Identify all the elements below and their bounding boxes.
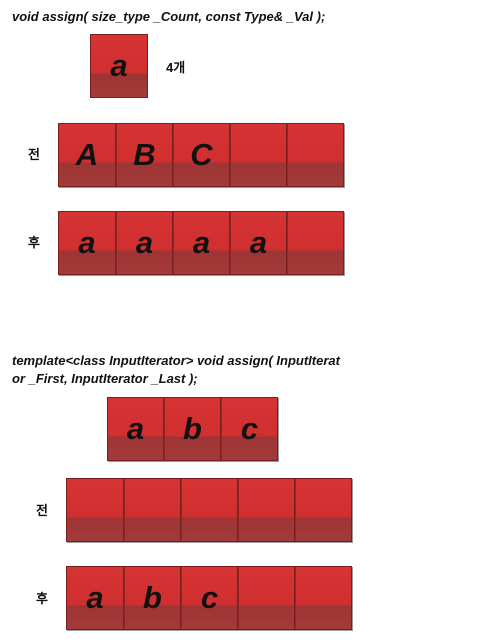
source-value-text: a xyxy=(110,48,128,83)
signature-assign-count: void assign( size_type _Count, const Typ… xyxy=(12,9,326,24)
cell-text: b xyxy=(183,411,202,446)
count-label: 4개 xyxy=(166,60,186,75)
cell-text: a xyxy=(249,225,268,260)
cell: a xyxy=(58,211,116,275)
cell xyxy=(287,123,344,187)
before-row-1: A B C xyxy=(58,123,344,187)
cell xyxy=(287,211,344,275)
cell: a xyxy=(116,211,173,275)
cell xyxy=(230,123,287,187)
before-label-1: 전 xyxy=(28,147,40,162)
before-row-2 xyxy=(66,478,352,542)
cell xyxy=(238,566,295,630)
cell: c xyxy=(181,566,238,630)
cell: C xyxy=(173,123,230,187)
cell xyxy=(124,478,181,542)
cell: a xyxy=(230,211,287,275)
after-label-1: 후 xyxy=(28,235,40,250)
source-value-cell: a xyxy=(90,34,148,98)
cell-text: a xyxy=(86,580,104,615)
after-label-2: 후 xyxy=(36,591,48,606)
signature-assign-range-line2: or _First, InputIterator _Last ); xyxy=(12,371,198,386)
cell xyxy=(238,478,295,542)
cell: a xyxy=(107,397,164,461)
cell-text: c xyxy=(200,580,219,615)
cell-text: c xyxy=(240,411,259,446)
source-range-row: a b c xyxy=(107,397,278,461)
cell: B xyxy=(116,123,173,187)
source-value-box: a xyxy=(90,34,148,98)
cell xyxy=(295,566,352,630)
after-row-1: a a a a xyxy=(58,211,344,275)
cell: a xyxy=(173,211,230,275)
cell: c xyxy=(221,397,278,461)
cell-text: a xyxy=(126,411,145,446)
after-row-2: a b c xyxy=(66,566,352,630)
cell xyxy=(295,478,352,542)
cell xyxy=(66,478,124,542)
cell-text: a xyxy=(135,225,154,260)
cell: b xyxy=(124,566,181,630)
cell-text: B xyxy=(133,137,156,172)
cell-text: a xyxy=(78,225,96,260)
cell-text: C xyxy=(190,137,213,172)
cell: b xyxy=(164,397,221,461)
cell: A xyxy=(58,123,116,187)
cell: a xyxy=(66,566,124,630)
before-label-2: 전 xyxy=(36,503,48,518)
cell-text: b xyxy=(143,580,162,615)
signature-assign-range-line1: template<class InputIterator> void assig… xyxy=(12,353,340,368)
cell-text: A xyxy=(75,137,99,172)
cell-text: a xyxy=(192,225,211,260)
cell xyxy=(181,478,238,542)
